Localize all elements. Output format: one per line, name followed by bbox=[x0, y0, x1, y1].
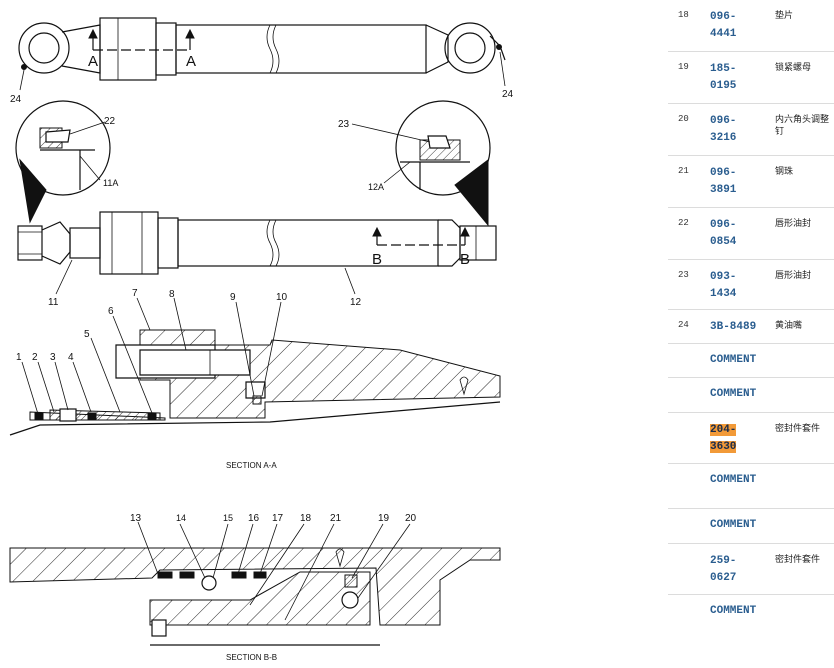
part-description: 黄油嘴 bbox=[775, 320, 803, 330]
callout-1: 1 bbox=[16, 352, 22, 363]
callout-23: 23 bbox=[338, 119, 350, 130]
part-description: 内六角头调整钉 bbox=[775, 114, 830, 136]
section-a-a-label: SECTION A-A bbox=[226, 461, 277, 470]
section-a-a: 1 2 3 4 5 6 7 8 9 10 SECTION A-A bbox=[9, 288, 501, 470]
cylinder-side-view: B B 11 12 bbox=[17, 211, 497, 308]
part-description: 密封件套件 bbox=[775, 423, 821, 433]
part-number-index: 19 bbox=[678, 62, 689, 72]
part-number-link[interactable]: 096-4441 bbox=[710, 11, 737, 40]
part-row-seal-kit-highlighted: 204-3630 密封件套件 bbox=[668, 413, 834, 464]
section-b-b: 13 14 15 16 17 18 21 19 20 SECTION B-B bbox=[9, 513, 501, 662]
callout-14: 14 bbox=[176, 513, 186, 523]
comment-link[interactable]: COMMENT bbox=[710, 388, 757, 400]
callout-16: 16 bbox=[248, 513, 260, 524]
part-description: 锁紧螺母 bbox=[775, 62, 812, 72]
callout-4: 4 bbox=[68, 352, 74, 363]
callout-22: 22 bbox=[104, 116, 116, 127]
callout-24-left: 24 bbox=[10, 94, 22, 105]
part-number-link[interactable]: 185-0195 bbox=[710, 63, 737, 92]
part-number-index: 22 bbox=[678, 218, 689, 228]
callout-5: 5 bbox=[84, 329, 90, 340]
part-number-index: 18 bbox=[678, 10, 689, 20]
part-number-link[interactable]: 096-3891 bbox=[710, 167, 737, 196]
callout-2: 2 bbox=[32, 352, 38, 363]
callout-11: 11 bbox=[48, 297, 59, 308]
callout-20: 20 bbox=[405, 513, 417, 524]
comment-row: COMMENT bbox=[668, 509, 834, 544]
exploded-parts-drawing: A A 24 24 22 11A 23 12A bbox=[9, 17, 514, 662]
callout-21: 21 bbox=[330, 513, 342, 524]
part-row-21: 21 096-3891 钢珠 bbox=[668, 156, 834, 208]
callout-17: 17 bbox=[272, 513, 284, 524]
callout-12a: 12A bbox=[368, 182, 384, 192]
detail-circle-right: 23 12A bbox=[338, 100, 491, 227]
part-row-19: 19 185-0195 锁紧螺母 bbox=[668, 52, 834, 104]
comment-link[interactable]: COMMENT bbox=[710, 605, 757, 617]
cylinder-top-view: A A 24 24 bbox=[10, 17, 514, 105]
part-number-link[interactable]: 259-0627 bbox=[710, 555, 737, 584]
comment-link[interactable]: COMMENT bbox=[710, 354, 757, 366]
comment-row: COMMENT bbox=[668, 344, 834, 378]
part-number-link[interactable]: 096-0854 bbox=[710, 219, 737, 248]
detail-circle-left: 22 11A bbox=[15, 100, 118, 224]
part-row-18: 18 096-4441 垫片 bbox=[668, 0, 834, 52]
comment-link[interactable]: COMMENT bbox=[710, 474, 757, 486]
callout-11a: 11A bbox=[103, 178, 118, 188]
section-marker-a-left: A bbox=[88, 53, 98, 70]
section-marker-b-right: B bbox=[460, 251, 470, 268]
callout-12: 12 bbox=[350, 297, 362, 308]
parts-list: 18 096-4441 垫片 19 185-0195 锁紧螺母 20 096-3… bbox=[668, 0, 834, 668]
section-marker-b-left: B bbox=[372, 251, 382, 268]
callout-6: 6 bbox=[108, 306, 114, 317]
callout-18: 18 bbox=[300, 513, 312, 524]
part-row-23: 23 093-1434 唇形油封 bbox=[668, 260, 834, 310]
comment-row: COMMENT bbox=[668, 595, 834, 629]
callout-9: 9 bbox=[230, 292, 236, 303]
part-row-22: 22 096-0854 唇形油封 bbox=[668, 208, 834, 260]
part-number-index: 23 bbox=[678, 270, 689, 280]
callout-13: 13 bbox=[130, 513, 142, 524]
comment-row: COMMENT bbox=[668, 378, 834, 413]
callout-15: 15 bbox=[223, 513, 233, 523]
part-description: 唇形油封 bbox=[775, 218, 812, 228]
part-number-link[interactable]: 096-3216 bbox=[710, 115, 737, 144]
callout-19: 19 bbox=[378, 513, 390, 524]
part-number-link-highlighted[interactable]: 204-3630 bbox=[710, 424, 737, 453]
callout-3: 3 bbox=[50, 352, 56, 363]
part-description: 唇形油封 bbox=[775, 270, 812, 280]
section-b-b-label: SECTION B-B bbox=[226, 653, 277, 662]
callout-24-right: 24 bbox=[502, 89, 514, 100]
part-row-24: 24 3B-8489 黄油嘴 bbox=[668, 310, 834, 344]
part-description: 钢珠 bbox=[775, 166, 794, 176]
part-number-index: 24 bbox=[678, 320, 689, 330]
part-row-20: 20 096-3216 内六角头调整钉 bbox=[668, 104, 834, 156]
callout-10: 10 bbox=[276, 292, 288, 303]
part-description: 垫片 bbox=[775, 10, 794, 20]
callout-8: 8 bbox=[169, 289, 175, 300]
part-description: 密封件套件 bbox=[775, 554, 821, 564]
callout-7: 7 bbox=[132, 288, 138, 299]
part-number-link[interactable]: 093-1434 bbox=[710, 271, 737, 300]
comment-link[interactable]: COMMENT bbox=[710, 519, 757, 531]
part-number-link[interactable]: 3B-8489 bbox=[710, 321, 757, 333]
comment-row: COMMENT bbox=[668, 464, 834, 509]
part-number-index: 21 bbox=[678, 166, 689, 176]
part-row-seal-kit: 259-0627 密封件套件 bbox=[668, 544, 834, 595]
section-marker-a-right: A bbox=[186, 53, 196, 70]
part-number-index: 20 bbox=[678, 114, 689, 124]
